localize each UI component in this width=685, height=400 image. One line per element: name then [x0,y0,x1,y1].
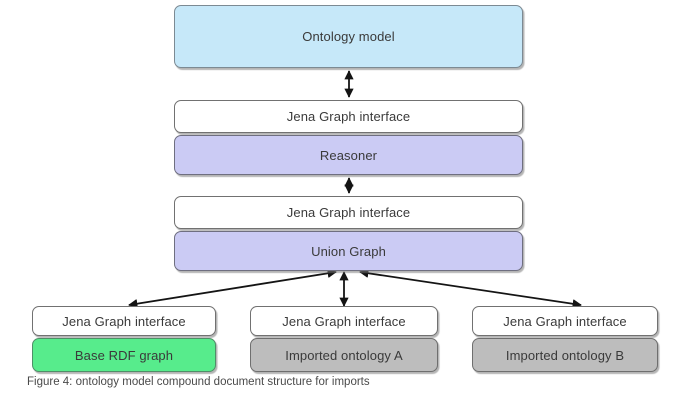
node-interface-base: Jena Graph interface [32,306,216,336]
node-interface-union-label: Jena Graph interface [286,205,411,220]
arrow-union-to-base-rdf [128,268,337,309]
node-union-graph: Union Graph [174,231,523,271]
arrow-union-to-imported-b [359,268,582,309]
figure-caption: Figure 4: ontology model compound docume… [27,376,370,388]
node-union-graph-label: Union Graph [311,243,386,259]
node-interface-imported-b: Jena Graph interface [472,306,658,336]
node-ontology-model: Ontology model [174,5,523,68]
node-interface-imported-b-label: Jena Graph interface [503,313,627,329]
node-base-rdf-graph: Base RDF graph [32,338,216,372]
node-interface-union: Jena Graph interface [174,196,523,229]
node-reasoner-label: Reasoner [319,147,378,163]
node-base-rdf-graph-label: Base RDF graph [74,347,174,363]
node-ontology-model-label: Ontology model [302,29,395,44]
node-imported-ontology-b-label: Imported ontology B [505,347,625,363]
node-interface-imported-a: Jena Graph interface [250,306,438,336]
node-imported-ontology-a-label: Imported ontology A [285,347,403,363]
node-interface-imported-a-label: Jena Graph interface [282,313,406,329]
node-interface-reasoner: Jena Graph interface [174,100,523,133]
node-interface-base-label: Jena Graph interface [62,313,186,329]
node-imported-ontology-a: Imported ontology A [250,338,438,372]
node-reasoner: Reasoner [174,135,523,175]
node-interface-reasoner-label: Jena Graph interface [286,109,411,124]
node-imported-ontology-b: Imported ontology B [472,338,658,372]
